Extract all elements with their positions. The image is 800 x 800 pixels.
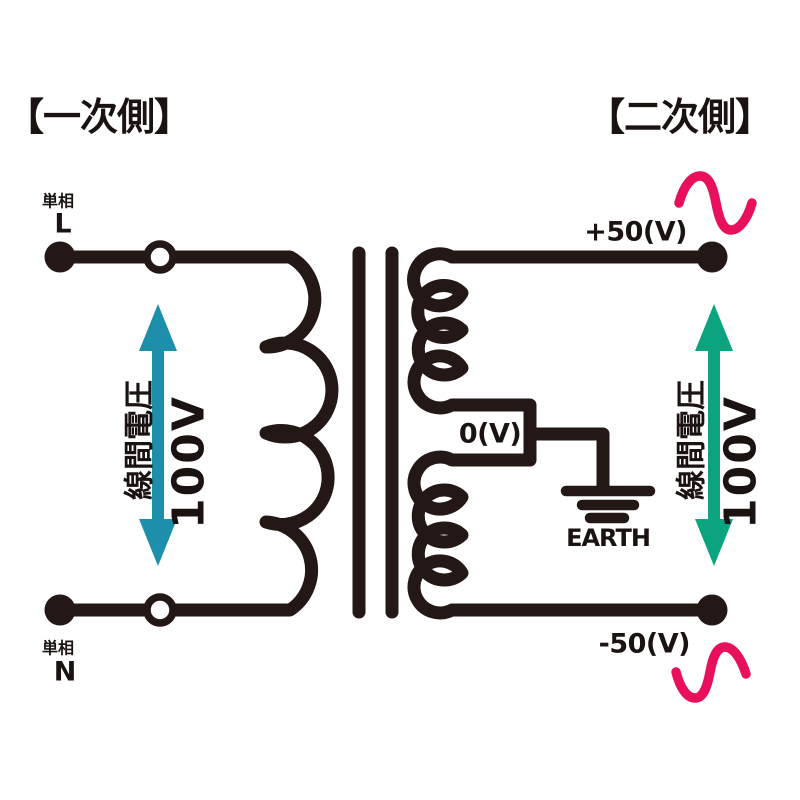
secondary-100v-label: 100V xyxy=(716,395,767,529)
secondary-line-voltage-label: 線間電圧 xyxy=(675,380,710,500)
sine-wave-icon-top xyxy=(674,171,757,235)
phase-label-top: 単相 xyxy=(42,192,74,211)
primary-voltage-arrow xyxy=(139,304,177,566)
open-circle-bottom xyxy=(143,593,177,627)
primary-winding xyxy=(53,250,339,617)
terminal-label-l: L xyxy=(54,209,71,240)
terminal-dot-secondary-bottom xyxy=(696,594,728,626)
center-tap-0v-label: 0(V) xyxy=(459,419,521,450)
minus-50v-label: -50(V) xyxy=(599,629,690,660)
terminal-dot-primary-top xyxy=(44,241,76,273)
primary-100v-label: 100V xyxy=(164,395,215,529)
terminal-dots xyxy=(44,241,728,626)
open-connectors xyxy=(143,240,177,627)
earth-label: EARTH xyxy=(566,524,650,552)
sine-waves xyxy=(671,171,757,703)
sine-wave-icon-bottom xyxy=(671,642,751,703)
secondary-side-title: 【二次側】 xyxy=(587,95,772,139)
circuit-lines xyxy=(53,246,719,620)
plus-50v-label: +50(V) xyxy=(584,217,687,248)
terminal-dot-secondary-top xyxy=(696,241,728,273)
phase-label-bottom: 単相 xyxy=(42,639,74,658)
primary-arrow-head-down xyxy=(139,519,177,566)
terminal-label-n: N xyxy=(54,657,77,688)
primary-side-title: 【一次側】 xyxy=(6,95,191,139)
secondary-voltage-arrow xyxy=(695,304,733,566)
secondary-arrow-head-up xyxy=(695,304,733,351)
secondary-arrow-head-down xyxy=(695,519,733,566)
primary-arrow-head-up xyxy=(139,304,177,351)
terminal-dot-primary-bottom xyxy=(44,594,76,626)
open-circle-top xyxy=(143,240,177,274)
ground-symbol xyxy=(560,485,656,524)
earth-wire xyxy=(523,427,610,495)
labels: 【一次側】 【二次側】 単相 L 単相 N +50(V) -50(V) 0(V)… xyxy=(6,95,773,688)
primary-line-voltage-label: 線間電圧 xyxy=(123,380,158,500)
